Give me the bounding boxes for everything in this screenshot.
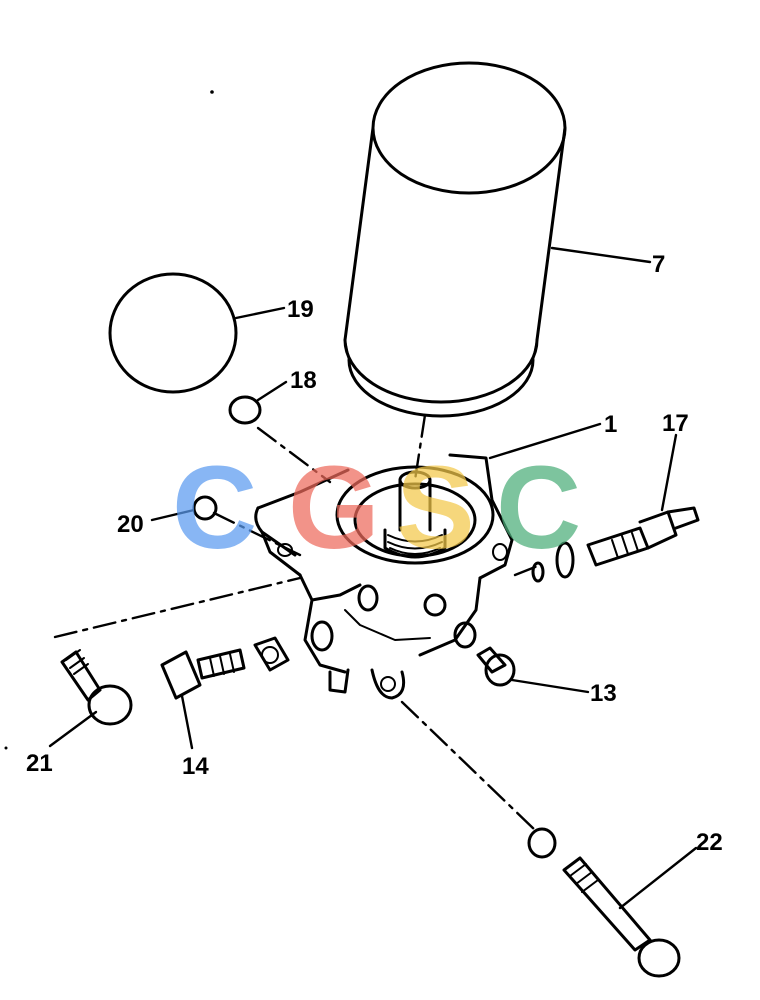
stray-dot (210, 90, 214, 94)
callout-7: 7 (652, 251, 665, 278)
centerline (256, 426, 332, 484)
centerline (53, 576, 302, 639)
leader-line-22 (618, 846, 698, 910)
sensor-switch (531, 506, 700, 583)
centerline (212, 511, 302, 557)
watermark-letter: S (396, 442, 475, 574)
callout-18: 18 (290, 367, 317, 394)
callout-22: 22 (696, 829, 723, 856)
leader-line-20 (150, 508, 196, 522)
bolt-14 (160, 636, 290, 700)
callout-1: 1 (604, 411, 617, 438)
callout-19: 19 (287, 296, 314, 323)
bolt-21 (60, 649, 133, 726)
o-ring-small (192, 495, 218, 521)
leader-line-17 (660, 433, 678, 512)
leader-line-1 (488, 422, 602, 460)
watermark-logo: C G S C (172, 442, 581, 574)
callout-21: 21 (26, 750, 53, 777)
callout-17: 17 (662, 410, 689, 437)
watermark-letter: G (288, 442, 380, 574)
filter-head (254, 453, 514, 700)
filter-cartridge (343, 61, 567, 418)
leader-line-7 (550, 246, 652, 264)
leader-line-18 (256, 380, 288, 402)
callout-13: 13 (590, 680, 617, 707)
leader-line-19 (234, 306, 286, 320)
centerline (400, 700, 537, 832)
watermark-letter: C (172, 442, 257, 574)
centerline (413, 413, 427, 482)
leader-line-13 (510, 678, 590, 694)
plug-bolt (453, 621, 516, 687)
callout-20: 20 (117, 511, 144, 538)
seal-ring-small (228, 395, 262, 425)
watermark-letter: C (496, 442, 581, 574)
o-ring-large (108, 272, 238, 394)
bolt-22 (527, 827, 681, 978)
centerline (513, 563, 542, 577)
leader-line-21 (48, 710, 98, 748)
stray-dot (4, 746, 8, 750)
leader-line-14 (180, 694, 194, 750)
callout-14: 14 (182, 753, 209, 780)
